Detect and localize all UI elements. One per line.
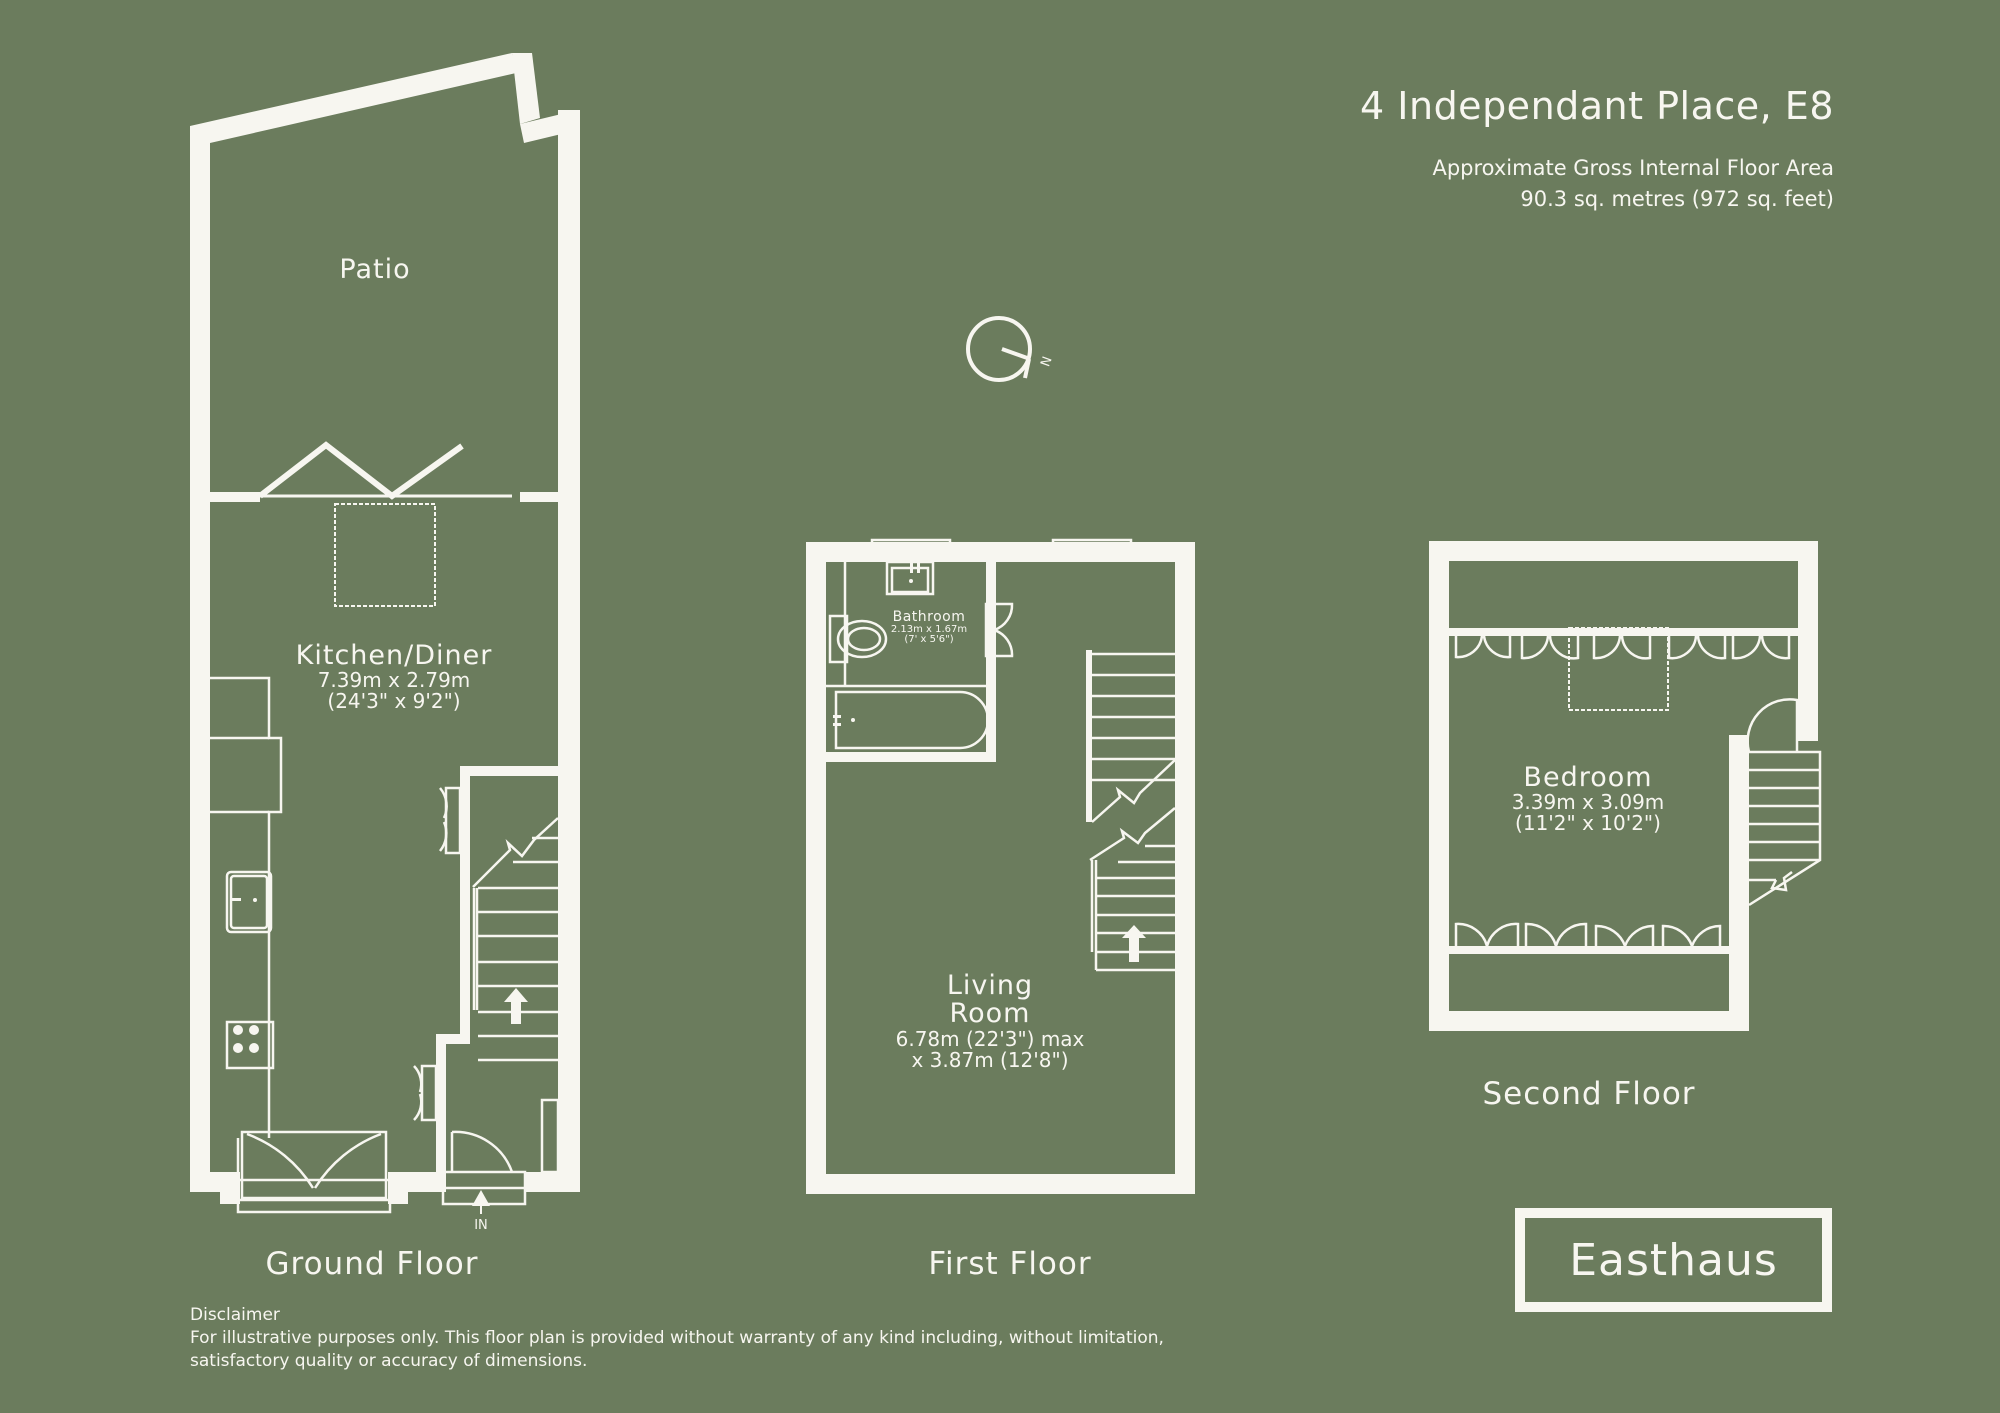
disclaimer-text: For illustrative purposes only. This flo…	[190, 1328, 1164, 1371]
floor-label-first: First Floor	[928, 1246, 1092, 1282]
room-bedroom: Bedroom 3.39m x 3.09m (11'2" x 10'2")	[1511, 762, 1665, 836]
second-floor-stairs	[1748, 750, 1822, 907]
second-floor-walls	[1429, 541, 1818, 1031]
room-dimensions-imperial: (11'2" x 10'2")	[1515, 811, 1661, 836]
disclaimer-heading: Disclaimer	[190, 1305, 280, 1325]
room-dimensions-metric: 6.78m (22'3") max	[895, 1026, 1085, 1051]
room-name: Patio	[339, 254, 411, 285]
room-patio: Patio	[339, 254, 411, 285]
room-name: Bathroom	[892, 609, 966, 625]
up-arrow-icon	[1122, 925, 1146, 962]
room-bathroom: Bathroom 2.13m x 1.67m (7' x 5'6")	[891, 610, 967, 646]
property-address: 4 Independant Place, E8	[1360, 84, 1834, 128]
room-dimensions-imperial: (7' x 5'6")	[904, 634, 954, 646]
bottom-wardrobe-doors	[1454, 922, 1722, 947]
room-dimensions-metric: 7.39m x 2.79m	[317, 668, 471, 693]
up-arrow-icon	[504, 988, 528, 1024]
floor-label-second: Second Floor	[1482, 1076, 1696, 1112]
brand-logo: Easthaus	[1515, 1208, 1832, 1312]
room-name-line2: Room	[949, 998, 1031, 1030]
north-compass-icon	[966, 316, 1032, 382]
floor-area-label: Approximate Gross Internal Floor Area	[1432, 156, 1834, 180]
ground-floor-walls	[190, 53, 580, 1204]
first-floor-walls	[806, 542, 1195, 1194]
room-name: Bedroom	[1523, 762, 1653, 793]
floor-label-ground: Ground Floor	[265, 1246, 479, 1282]
room-dimensions-metric: 2.13m x 1.67m	[890, 623, 968, 635]
top-wardrobe-doors	[1454, 635, 1791, 660]
entrance-label: IN	[474, 1218, 488, 1233]
compass-north-label: N	[1038, 355, 1055, 369]
bifold-door	[258, 441, 464, 500]
room-dimensions-imperial: x 3.87m (12'8")	[911, 1047, 1069, 1072]
room-dimensions-metric: 3.39m x 3.09m	[1511, 790, 1665, 815]
room-name: Kitchen/Diner	[295, 640, 493, 671]
room-dimensions-imperial: (24'3" x 9'2")	[327, 689, 461, 714]
room-name-line1: Living	[946, 970, 1034, 1001]
floor-area-value: 90.3 sq. metres (972 sq. feet)	[1520, 187, 1834, 211]
room-living-room: Living Room 6.78m (22'3") max x 3.87m (1…	[895, 970, 1085, 1072]
disclaimer: Disclaimer For illustrative purposes onl…	[190, 1304, 1190, 1373]
room-kitchen-diner: Kitchen/Diner 7.39m x 2.79m (24'3" x 9'2…	[295, 640, 493, 714]
ground-stairs	[472, 817, 559, 1062]
entrance-arrow-icon	[472, 1190, 490, 1206]
first-floor-stairs	[1089, 652, 1176, 972]
brand-name: Easthaus	[1569, 1234, 1778, 1286]
